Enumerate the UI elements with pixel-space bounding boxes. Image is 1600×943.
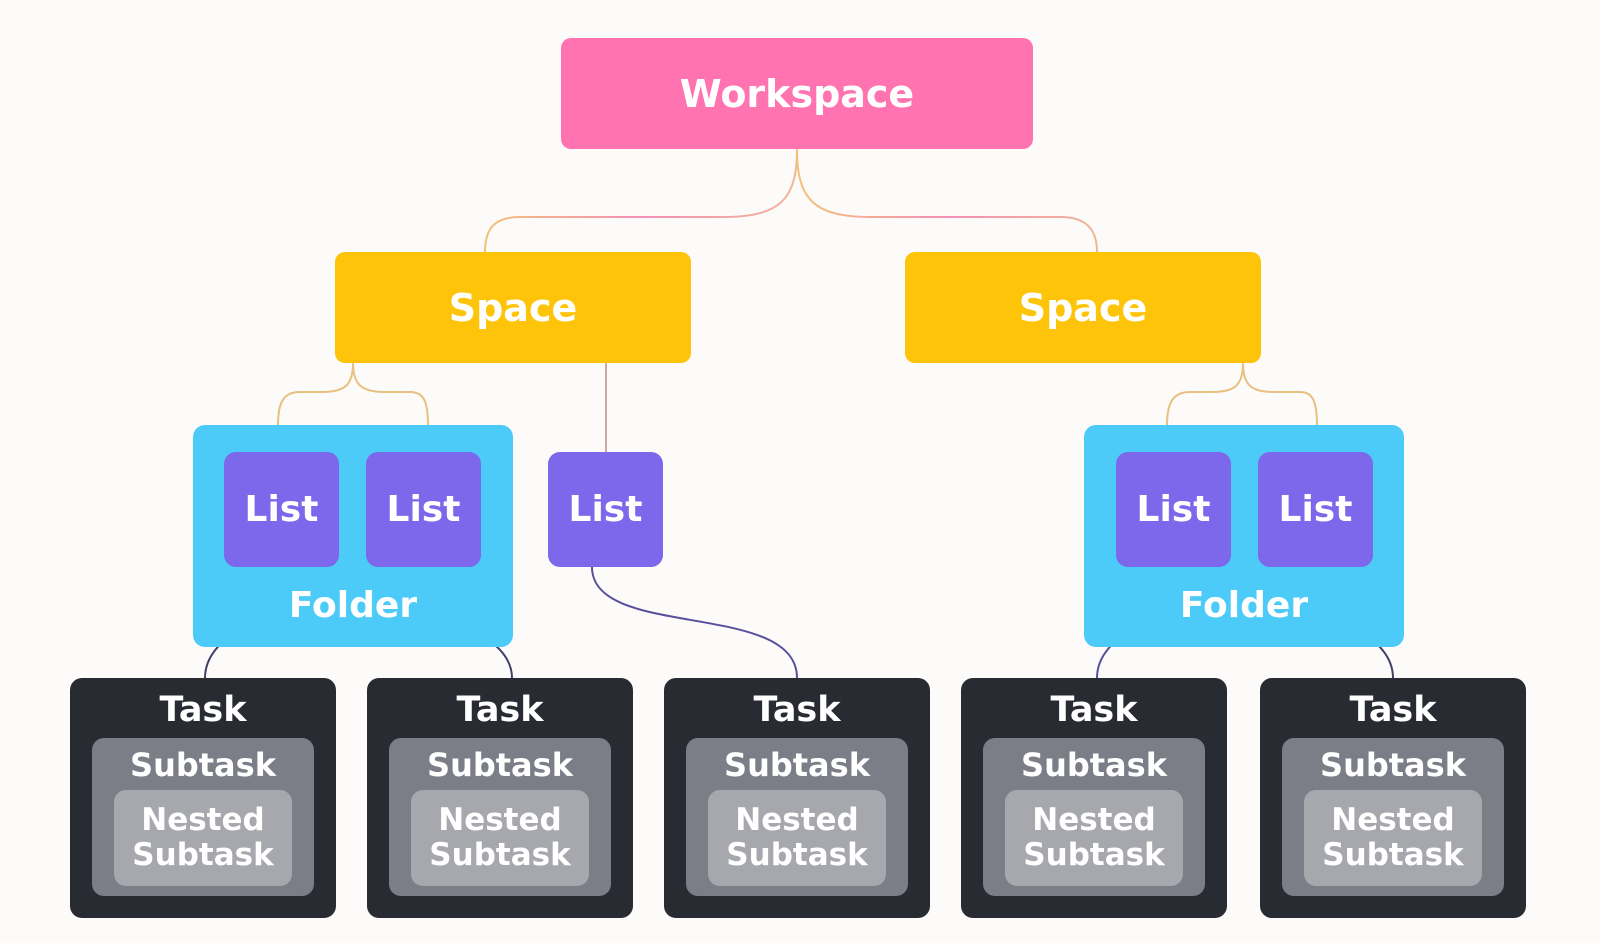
nested-subtask-node: Nested Subtask <box>411 790 589 886</box>
task-label: Task <box>1050 690 1138 730</box>
task-label: Task <box>456 690 544 730</box>
nested-subtask-node: Nested Subtask <box>708 790 886 886</box>
folder-label: Folder <box>288 585 418 626</box>
subtask-node: Subtask Nested Subtask <box>686 738 908 896</box>
task-node-3: Task Subtask Nested Subtask <box>664 678 930 918</box>
list-node-folder-right-1: List <box>1116 452 1231 567</box>
workspace-node: Workspace <box>561 38 1033 149</box>
nested-subtask-node: Nested Subtask <box>1005 790 1183 886</box>
connector-workspace-space-left <box>484 148 798 253</box>
task-node-1: Task Subtask Nested Subtask <box>70 678 336 918</box>
list-node-folder-left-1: List <box>224 452 339 567</box>
nested-subtask-node: Nested Subtask <box>1304 790 1482 886</box>
subtask-label: Subtask <box>724 746 870 784</box>
subtask-label: Subtask <box>130 746 276 784</box>
task-node-2: Task Subtask Nested Subtask <box>367 678 633 918</box>
connector-space-list-4 <box>1242 362 1318 426</box>
task-node-4: Task Subtask Nested Subtask <box>961 678 1227 918</box>
task-label: Task <box>753 690 841 730</box>
connector-space-list-1 <box>277 362 354 426</box>
list-node-standalone: List <box>548 452 663 567</box>
space-node-left: Space <box>335 252 691 363</box>
subtask-node: Subtask Nested Subtask <box>1282 738 1504 896</box>
subtask-label: Subtask <box>427 746 573 784</box>
subtask-node: Subtask Nested Subtask <box>92 738 314 896</box>
task-node-5: Task Subtask Nested Subtask <box>1260 678 1526 918</box>
subtask-node: Subtask Nested Subtask <box>389 738 611 896</box>
folder-label: Folder <box>1179 585 1309 626</box>
space-node-right: Space <box>905 252 1261 363</box>
subtask-label: Subtask <box>1320 746 1466 784</box>
connector-workspace-space-right <box>796 148 1098 253</box>
list-node-folder-right-2: List <box>1258 452 1373 567</box>
subtask-label: Subtask <box>1021 746 1167 784</box>
connector-list-task-3 <box>591 566 798 679</box>
task-label: Task <box>159 690 247 730</box>
nested-subtask-node: Nested Subtask <box>114 790 292 886</box>
list-node-folder-left-2: List <box>366 452 481 567</box>
connector-space-list-2 <box>352 362 429 426</box>
subtask-node: Subtask Nested Subtask <box>983 738 1205 896</box>
task-label: Task <box>1349 690 1437 730</box>
connector-space-list-3 <box>1166 362 1244 426</box>
